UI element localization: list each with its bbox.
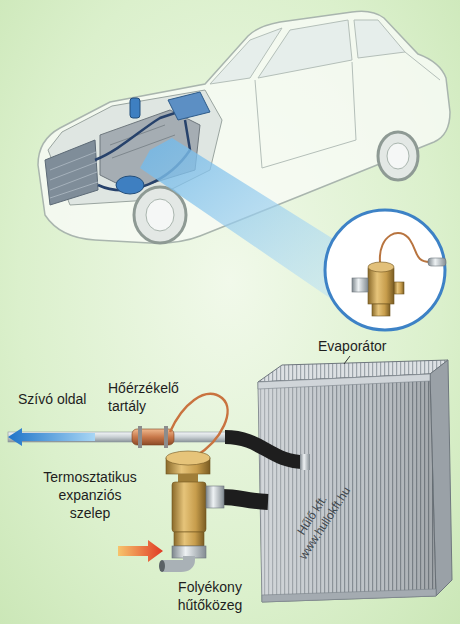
- valve-outlet-nut: [206, 486, 224, 508]
- valve-inset: [394, 282, 404, 294]
- expansion-valve: [162, 556, 189, 566]
- car-illustration: [258, 20, 352, 78]
- part-label: Folyékony hűtőközeg: [177, 578, 244, 614]
- car-illustration: [405, 52, 440, 80]
- expansion-valve: [178, 474, 198, 482]
- sensing-bulb: [164, 426, 168, 448]
- valve-inset: [372, 304, 390, 316]
- car-illustration: [45, 140, 98, 205]
- valve-inset: [325, 210, 446, 330]
- expansion-valve: [172, 482, 206, 532]
- car-illustration: [378, 132, 418, 180]
- part-label: Hőérzékelő tartály: [108, 379, 181, 415]
- car-illustration: [116, 176, 144, 194]
- car-illustration: [354, 20, 405, 58]
- evaporator: [258, 374, 430, 389]
- leader-line: [344, 356, 350, 364]
- valve-inset: [428, 258, 446, 266]
- valve-inset: [368, 268, 394, 304]
- evaporator: [258, 374, 436, 602]
- part-label: Szívó oldal: [18, 390, 86, 408]
- expansion-valve: [174, 532, 204, 546]
- part-label: Evaporátor: [318, 337, 386, 355]
- part-label: Termosztatikus expanziós szelep: [42, 468, 138, 522]
- hose-fitting: [300, 454, 310, 470]
- capillary-tube: [170, 394, 228, 456]
- zoom-beam: [140, 138, 340, 305]
- evaporator: [258, 374, 436, 602]
- expansion-valve: [159, 451, 210, 572]
- car-illustration: [255, 62, 356, 168]
- evaporator: [258, 360, 452, 602]
- car-illustration: [130, 98, 140, 118]
- sensing-bulb: [138, 426, 142, 448]
- inlet-hose: [222, 497, 268, 502]
- expansion-valve: [166, 451, 210, 465]
- sensing-bulb: [132, 426, 174, 448]
- suction-hose: [225, 437, 305, 462]
- valve-inset: [352, 278, 368, 292]
- suction-arrow: [8, 428, 95, 446]
- car-illustration: [134, 187, 186, 243]
- expansion-valve: [159, 560, 165, 572]
- car-illustration: [50, 152, 98, 198]
- car-illustration: [387, 143, 409, 169]
- liquid-arrow: [118, 540, 163, 562]
- valve-inset: [368, 262, 394, 272]
- evaporator: [262, 589, 436, 602]
- car-illustration: [146, 199, 174, 231]
- valve-inset: [325, 210, 445, 330]
- valve-inset: [380, 233, 430, 262]
- car-illustration: [168, 92, 210, 120]
